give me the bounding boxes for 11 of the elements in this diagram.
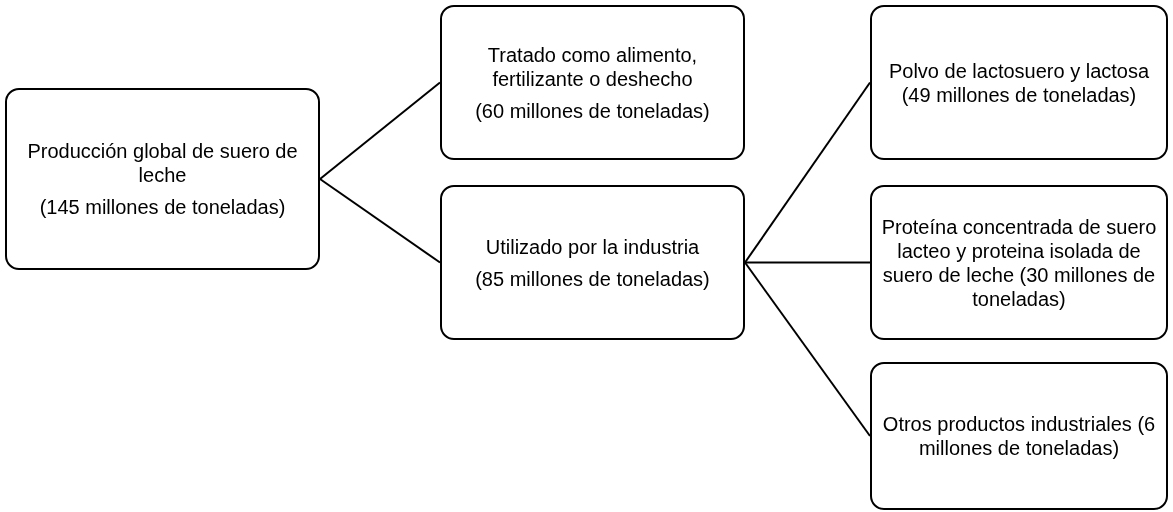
- text-box: Producción global de suero de leche (145 millones de toneladas): [5, 88, 320, 270]
- text-box: Proteína concentrada de suero lacteo y proteina isolada de suero de leche (30 millones de toneladas): [870, 185, 1168, 340]
- connector-line: [744, 81, 871, 264]
- text-box: Utilizado por la industria (85 millones de toneladas): [440, 185, 745, 340]
- connector-line: [319, 178, 441, 264]
- connector-line: [744, 261, 871, 437]
- text-box: Tratado como alimento, fertilizante o deshecho (60 millones de toneladas): [440, 5, 745, 160]
- text-box: Otros productos industriales (6 millones de toneladas): [870, 362, 1168, 510]
- connector-line: [319, 81, 441, 180]
- text-box: Polvo de lactosuero y lactosa (49 millones de toneladas): [870, 5, 1168, 160]
- connector-line: [744, 261, 871, 264]
